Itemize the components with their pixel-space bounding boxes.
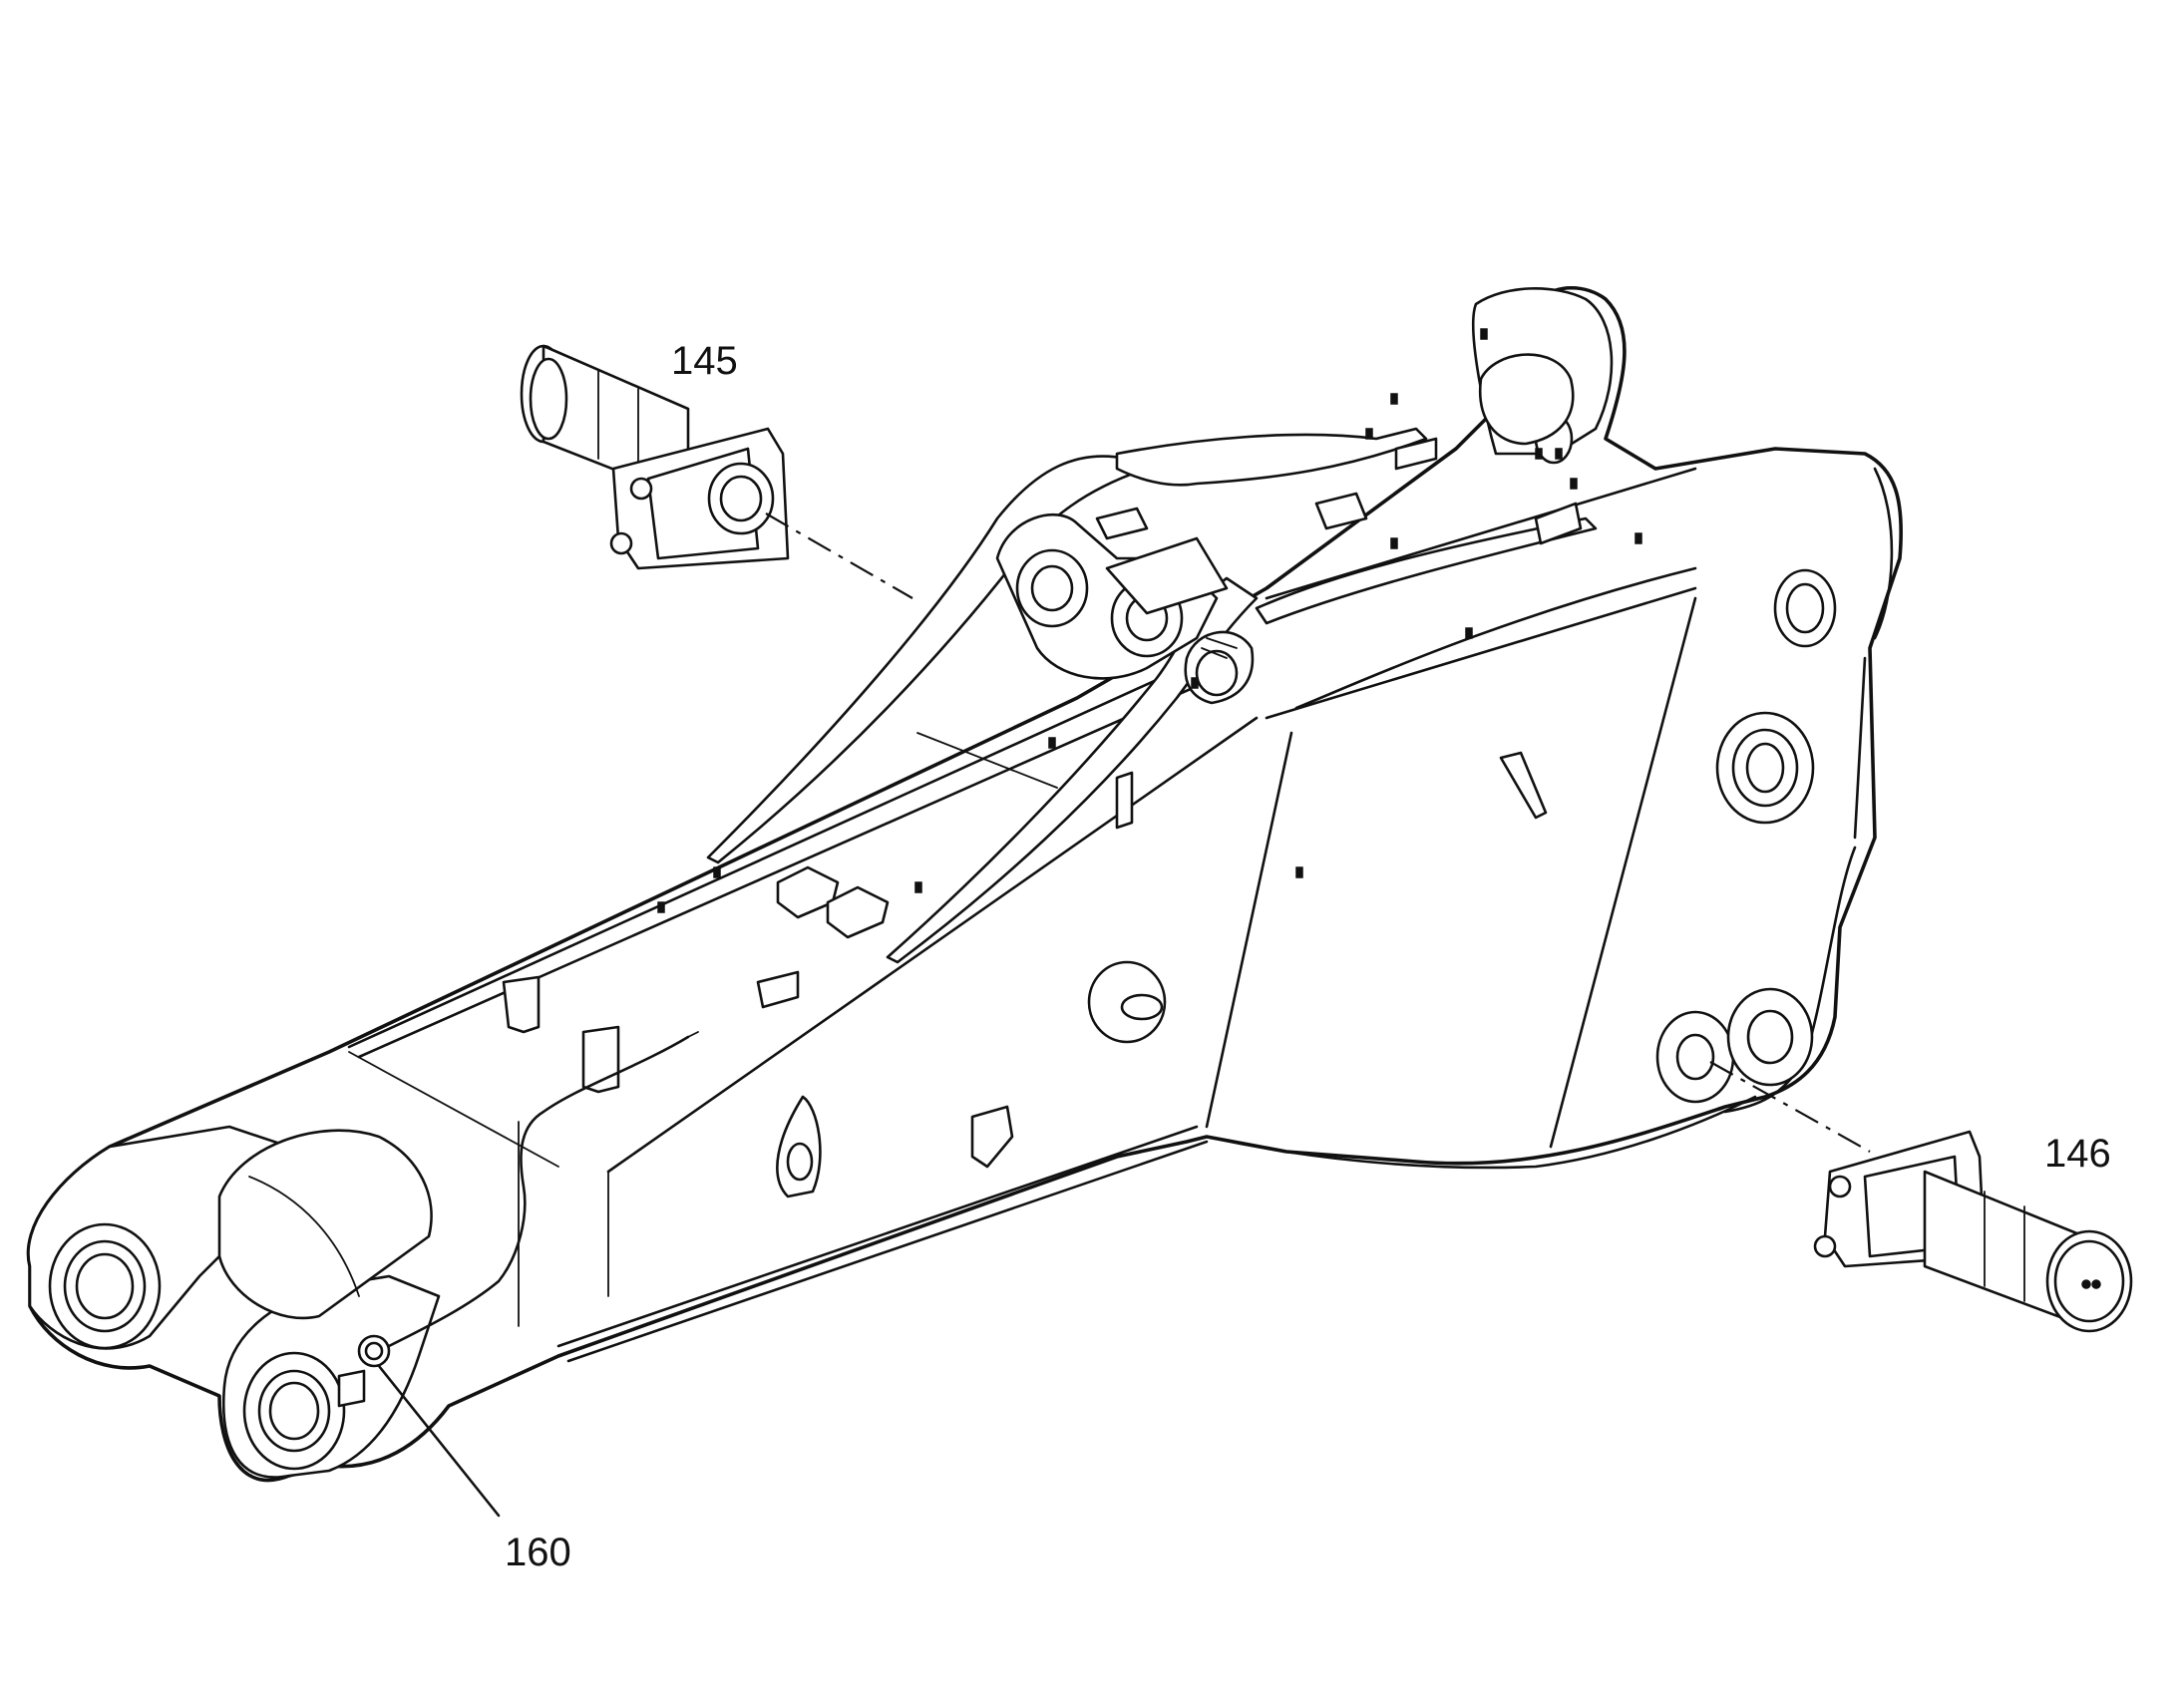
wiring-harness	[387, 1035, 690, 1348]
callout-160: 160	[505, 1531, 571, 1574]
nose-fork-right	[221, 1274, 441, 1479]
sensor-icon	[337, 1334, 391, 1408]
callout-146: 146	[2044, 1132, 2111, 1176]
centerline-146	[1709, 1061, 1871, 1153]
end-plate-side	[1853, 656, 1867, 840]
leader-160	[377, 1364, 501, 1518]
right-rib	[886, 576, 1259, 964]
bottom-flange-2	[566, 1140, 1209, 1363]
side-edge-upper	[606, 716, 1259, 1174]
upper-pivot-assembly	[995, 512, 1255, 705]
side-plate	[970, 1105, 1014, 1169]
upper-arch-back	[1255, 516, 1598, 625]
side-panel-left	[1205, 731, 1293, 1129]
upper-arch	[1115, 427, 1428, 487]
tube-contour	[248, 1176, 360, 1297]
bottom-flange	[556, 1125, 1199, 1348]
deck-hardware	[502, 328, 1642, 1094]
top-flange-front	[347, 646, 1229, 1049]
side-panel-top	[1265, 586, 1697, 720]
deck-seam-1	[348, 1051, 559, 1168]
upper-web	[1294, 566, 1697, 710]
upper-web-back	[1265, 467, 1697, 600]
side-panel-right	[1549, 596, 1697, 1149]
callout-145: 145	[671, 339, 738, 383]
side-bosses	[1087, 568, 1837, 1104]
harness-end	[687, 1031, 699, 1038]
lower-curve	[1205, 1095, 1757, 1170]
nose-inner-tube	[217, 1129, 433, 1320]
pin-assembly-145	[520, 344, 790, 570]
centerline-145	[765, 512, 913, 599]
pin-assembly-146	[1813, 1130, 2133, 1333]
end-plate-edge	[1873, 467, 1894, 640]
boom-arm	[26, 286, 1904, 1483]
rear-lug-boss	[1478, 353, 1575, 446]
deck-seam-2	[916, 732, 1058, 789]
